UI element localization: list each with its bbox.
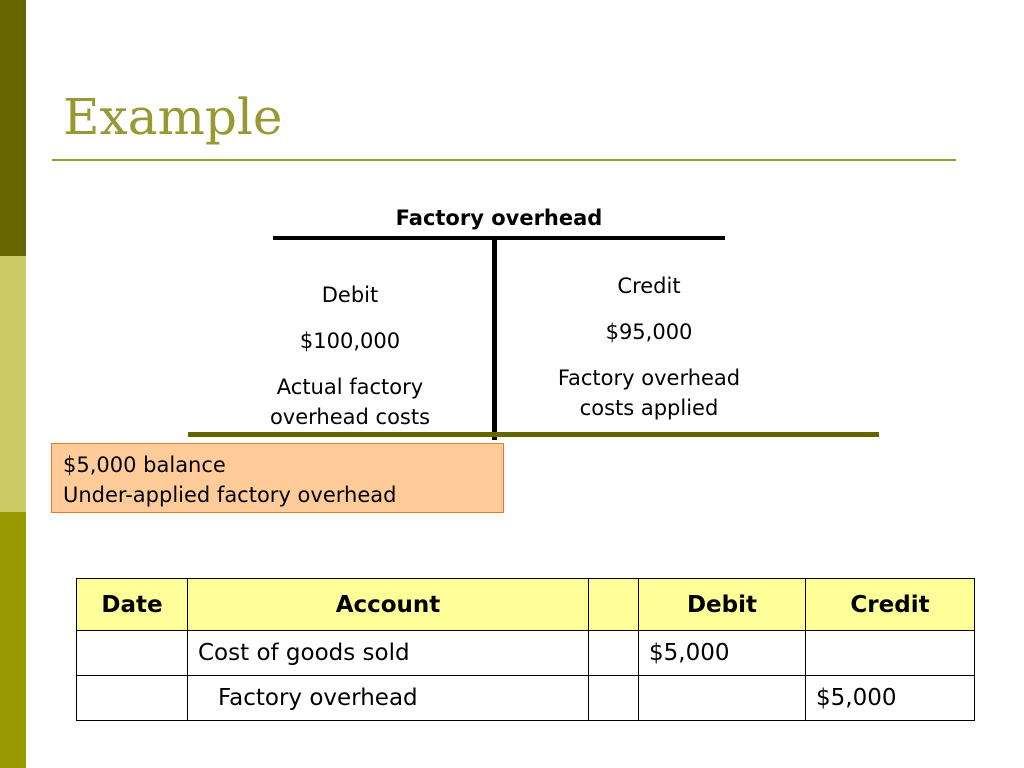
left-band-mid: [0, 512, 26, 768]
table-row: Factory overhead $5,000: [76, 675, 975, 721]
header-credit: Credit: [805, 578, 975, 631]
left-band-light: [0, 256, 26, 512]
debit-amount: $100,000: [299, 329, 401, 353]
debit-description-line2: overhead costs: [269, 405, 431, 429]
credit-description-line2: costs applied: [579, 396, 719, 420]
cell-debit: $5,000: [638, 630, 806, 676]
cell-credit: [805, 630, 975, 676]
cell-blank: [588, 630, 639, 676]
cell-debit: [638, 675, 806, 721]
header-blank: [588, 578, 639, 631]
credit-label: Credit: [617, 274, 681, 298]
t-account-title: Factory overhead: [395, 206, 603, 230]
t-account-credit-side: Credit $95,000 Factory overhead costs ap…: [518, 271, 780, 423]
slide-title: Example: [63, 88, 283, 146]
balance-amount: $5,000 balance: [63, 453, 226, 477]
balance-note: $5,000 balance Under-applied factory ove…: [51, 443, 504, 513]
debit-description-line1: Actual factory: [276, 375, 424, 399]
cell-credit: $5,000: [805, 675, 975, 721]
credit-amount: $95,000: [605, 320, 693, 344]
title-underline: [52, 159, 956, 161]
journal-entry-table: Date Account Debit Credit Cost of goods …: [76, 578, 975, 721]
cell-date: [76, 630, 188, 676]
header-date: Date: [76, 578, 188, 631]
cell-account: Cost of goods sold: [187, 630, 589, 676]
credit-description-line1: Factory overhead: [557, 366, 741, 390]
t-account-debit-side: Debit $100,000 Actual factory overhead c…: [230, 280, 470, 432]
header-account: Account: [187, 578, 589, 631]
cell-date: [76, 675, 188, 721]
table-row: Cost of goods sold $5,000: [76, 630, 975, 676]
cell-blank: [588, 675, 639, 721]
t-account-bottom-line: [188, 432, 879, 437]
left-band-dark: [0, 0, 26, 256]
t-account-center-line: [492, 238, 497, 440]
table-header-row: Date Account Debit Credit: [76, 578, 975, 631]
t-account-top-line: [273, 236, 725, 240]
header-debit: Debit: [638, 578, 806, 631]
cell-account: Factory overhead: [187, 675, 589, 721]
balance-description: Under-applied factory overhead: [63, 483, 397, 507]
debit-label: Debit: [321, 283, 379, 307]
